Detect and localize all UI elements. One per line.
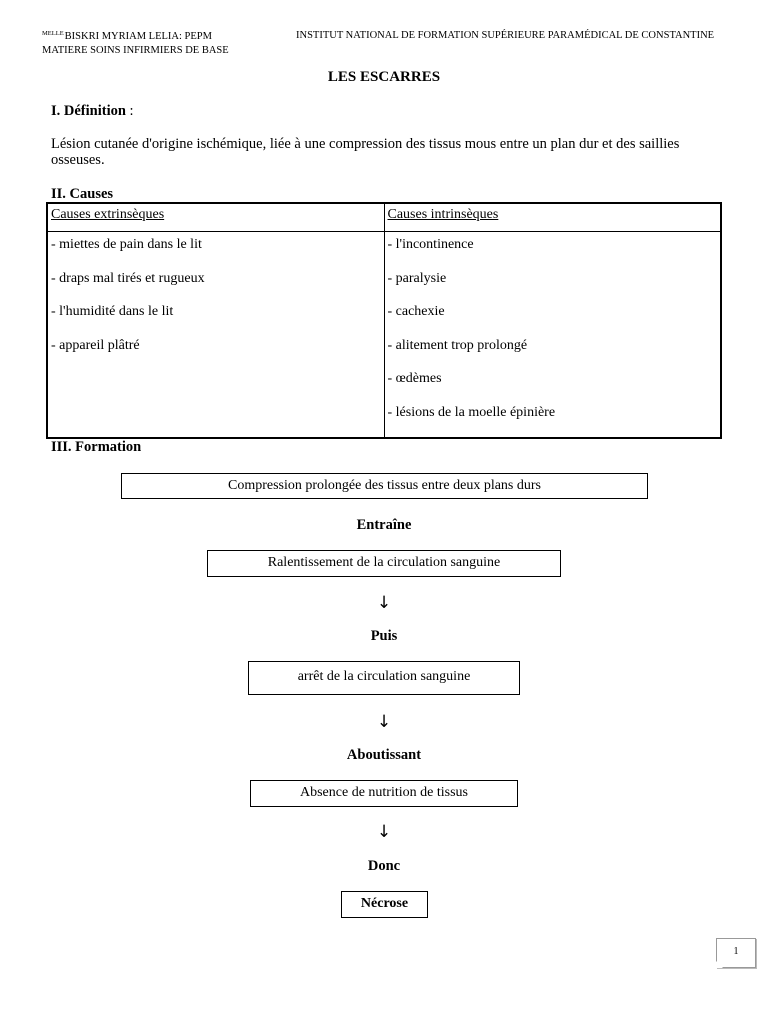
definition-text: Lésion cutanée d'origine ischémique, lié…	[51, 136, 680, 168]
header-institute: INSTITUT NATIONAL DE FORMATION SUPÉRIEUR…	[296, 30, 715, 41]
formation-heading: III. Formation	[51, 439, 142, 455]
causes-intrinsic-cell: - l'incontinence - paralysie - cachexie …	[383, 231, 722, 439]
formation-link-donc: Donc	[367, 858, 401, 874]
causes-intrinsic-header: Causes intrinsèques	[383, 202, 722, 232]
intrinsic-cause-item: - paralysie	[387, 270, 447, 286]
definition-heading: I. Définition :	[51, 103, 134, 119]
formation-step-absence-nutrition: Absence de nutrition de tissus	[250, 780, 518, 807]
causes-heading: II. Causes	[51, 186, 114, 202]
formation-step-necrose: Nécrose	[341, 891, 428, 918]
page-title: LES ESCARRES	[327, 69, 441, 85]
formation-step-ralentissement: Ralentissement de la circulation sanguin…	[207, 550, 561, 577]
formation-step-arret: arrêt de la circulation sanguine	[248, 661, 520, 695]
formation-link-aboutissant: Aboutissant	[346, 747, 422, 763]
intrinsic-cause-item: - œdèmes	[387, 371, 442, 386]
extrinsic-cause-item: - draps mal tirés et rugueux	[51, 270, 205, 286]
intrinsic-cause-item: - cachexie	[387, 304, 445, 319]
down-arrow-icon: ↓	[376, 822, 392, 842]
intrinsic-cause-item: - l'incontinence	[387, 237, 474, 252]
causes-extrinsic-cell: - miettes de pain dans le lit - draps ma…	[46, 231, 385, 439]
extrinsic-cause-item: - l'humidité dans le lit	[51, 304, 174, 319]
page-number: 1	[716, 938, 756, 968]
header-author: BISKRI MYRIAM LELIA: PEPM	[64, 31, 212, 42]
header-author-block: MELLEBISKRI MYRIAM LELIA: PEPM MATIERE S…	[42, 27, 229, 58]
formation-link-entraine: Entraîne	[356, 517, 412, 533]
header-subject: MATIERE SOINS INFIRMIERS DE BASE	[42, 45, 229, 56]
formation-link-puis: Puis	[370, 628, 398, 644]
down-arrow-icon: ↓	[376, 712, 392, 732]
down-arrow-icon: ↓	[376, 593, 392, 613]
causes-table: Causes extrinsèques Causes intrinsèques …	[46, 202, 722, 439]
extrinsic-cause-item: - appareil plâtré	[51, 337, 140, 353]
intrinsic-cause-item: - alitement trop prolongé	[387, 337, 528, 353]
extrinsic-cause-item: - miettes de pain dans le lit	[51, 237, 202, 252]
formation-step-compression: Compression prolongée des tissus entre d…	[121, 473, 648, 499]
causes-extrinsic-header: Causes extrinsèques	[46, 202, 385, 232]
intrinsic-cause-item: - lésions de la moelle épinière	[387, 404, 556, 420]
header-superscript: MELLE	[42, 30, 64, 37]
